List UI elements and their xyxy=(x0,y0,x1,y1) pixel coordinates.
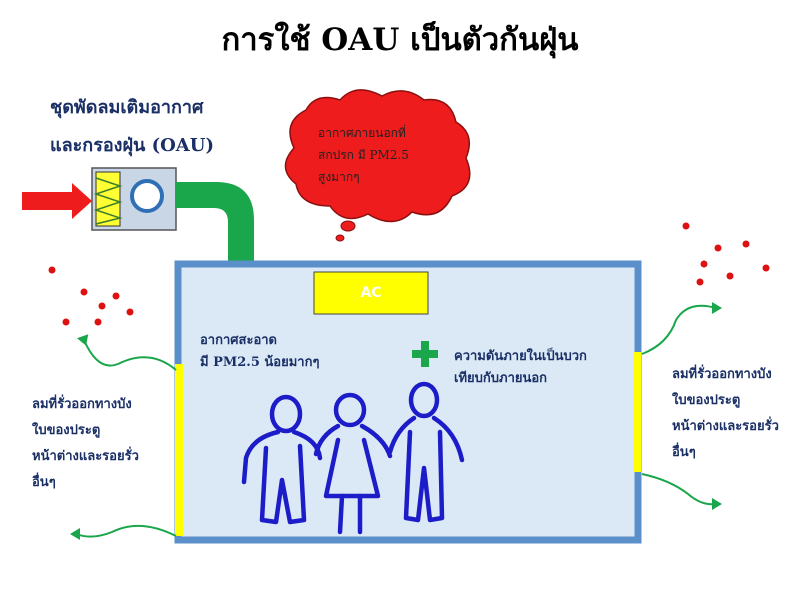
oau-unit xyxy=(91,167,177,231)
leak-arrows-right xyxy=(641,302,722,510)
leak-left-line4: อื่นๆ xyxy=(32,475,56,490)
polluted-air-text: อากาศภายนอกที่ สกปรก มี PM2.5 สูงมากๆ xyxy=(318,122,458,188)
leak-right-line1: ลมที่รั่วออกทางบัง xyxy=(672,367,772,382)
leak-left-line3: หน้าต่างและรอยรั่ว xyxy=(32,449,139,464)
leak-text-right: ลมที่รั่วออกทางบัง ใบของประตู หน้าต่างแล… xyxy=(672,362,779,466)
leak-right-line2: ใบของประตู xyxy=(672,393,741,408)
oau-label-line2: และกรองฝุ่น (OAU) xyxy=(50,135,214,156)
leak-left-line1: ลมที่รั่วออกทางบัง xyxy=(32,397,132,412)
diagram-title: การใช้ OAU เป็นตัวกันฝุ่น xyxy=(221,22,579,58)
ac-unit xyxy=(313,271,429,315)
polluted-air-cloud xyxy=(284,89,471,242)
positive-pressure-plus-icon xyxy=(412,341,438,367)
left-door-gap xyxy=(175,364,183,536)
clean-air-line2: มี PM2.5 น้อยมากๆ xyxy=(200,355,320,370)
leak-arrows-left xyxy=(70,334,177,540)
oau-label-line1: ชุดพัดลมเติมอากาศ xyxy=(50,97,204,118)
leak-left-line2: ใบของประตู xyxy=(32,423,101,438)
leak-right-line3: หน้าต่างและรอยรั่ว xyxy=(672,419,779,434)
positive-pressure-line2: เทียบกับภายนอก xyxy=(454,371,548,386)
positive-pressure-text: ความดันภายในเป็นบวก เทียบกับภายนอก xyxy=(454,346,587,390)
people-figures xyxy=(241,381,465,535)
clean-air-text: อากาศสะอาด มี PM2.5 น้อยมากๆ xyxy=(200,330,319,374)
cloud-line3: สูงมากๆ xyxy=(318,170,360,184)
cloud-line1: อากาศภายนอกที่ xyxy=(318,126,406,140)
clean-air-line1: อากาศสะอาด xyxy=(200,333,277,348)
intake-arrow xyxy=(22,183,92,219)
ac-label: AC xyxy=(360,285,382,301)
right-door-gap xyxy=(633,352,641,472)
leak-right-line4: อื่นๆ xyxy=(672,445,696,460)
leak-text-left: ลมที่รั่วออกทางบัง ใบของประตู หน้าต่างแล… xyxy=(32,392,139,496)
pm25-particles-right xyxy=(682,222,770,286)
cloud-line2: สกปรก มี PM2.5 xyxy=(318,148,409,162)
positive-pressure-line1: ความดันภายในเป็นบวก xyxy=(454,349,587,364)
pm25-particles-left xyxy=(48,266,134,326)
